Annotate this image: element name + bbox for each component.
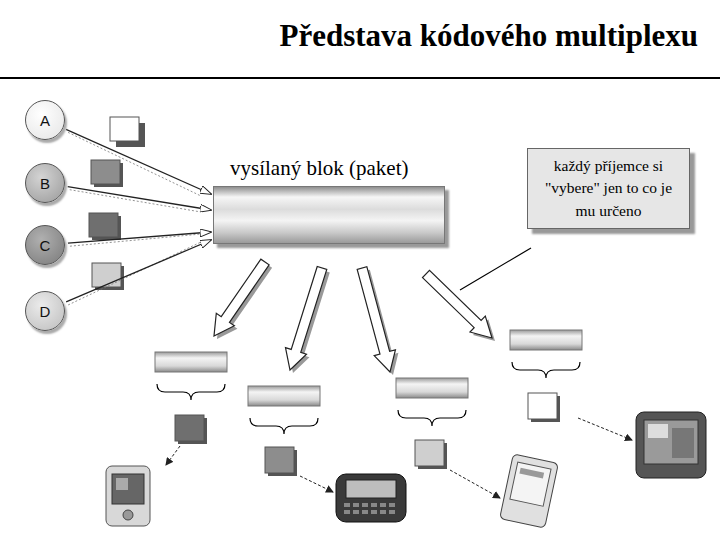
signal-line bbox=[68, 187, 211, 210]
signal-arrow bbox=[68, 187, 211, 212]
pda-device bbox=[106, 466, 150, 526]
signal-shadow bbox=[68, 132, 201, 196]
station-circle: A bbox=[25, 100, 65, 140]
node-text: A bbox=[40, 112, 50, 129]
signal-shadow bbox=[70, 190, 201, 212]
signal-shadow bbox=[70, 234, 201, 246]
node-text: C bbox=[40, 237, 51, 254]
node-text: B bbox=[40, 175, 50, 192]
tablet-device bbox=[636, 412, 706, 478]
station-circle: B bbox=[25, 163, 65, 203]
rule bbox=[0, 77, 720, 79]
station-circle: C bbox=[25, 225, 65, 265]
signal-arrow bbox=[66, 240, 211, 305]
station-circle: D bbox=[25, 291, 65, 331]
note-box: každý příjemce si "vybere" jen to co je … bbox=[527, 148, 690, 229]
hollow-arrow bbox=[285, 267, 326, 370]
received-squares bbox=[175, 393, 560, 476]
received-blocks bbox=[155, 330, 582, 406]
handheld-device bbox=[500, 454, 559, 528]
diagram-title: Představa kódového multiplexu bbox=[279, 18, 698, 54]
signal-line bbox=[66, 129, 211, 194]
signal-arrow bbox=[66, 129, 211, 196]
node-text: každý příjemce si "vybere" jen to co je … bbox=[545, 157, 672, 219]
block-label: vysílaný blok (paket) bbox=[230, 156, 408, 181]
signal-line bbox=[66, 240, 211, 302]
phone-device bbox=[336, 474, 406, 522]
hollow-arrow bbox=[357, 267, 395, 372]
hollow-arrow bbox=[423, 270, 492, 338]
hollow-arrows bbox=[214, 259, 495, 375]
signal-shadow bbox=[68, 242, 201, 305]
signal-arrow bbox=[68, 232, 211, 246]
hollow-arrow bbox=[214, 259, 269, 336]
callout-leader bbox=[460, 248, 531, 290]
signal-line bbox=[68, 232, 211, 243]
node-text: D bbox=[40, 303, 51, 320]
packet-block: vysílaný blok (paket) bbox=[213, 186, 445, 244]
braces bbox=[157, 362, 580, 434]
